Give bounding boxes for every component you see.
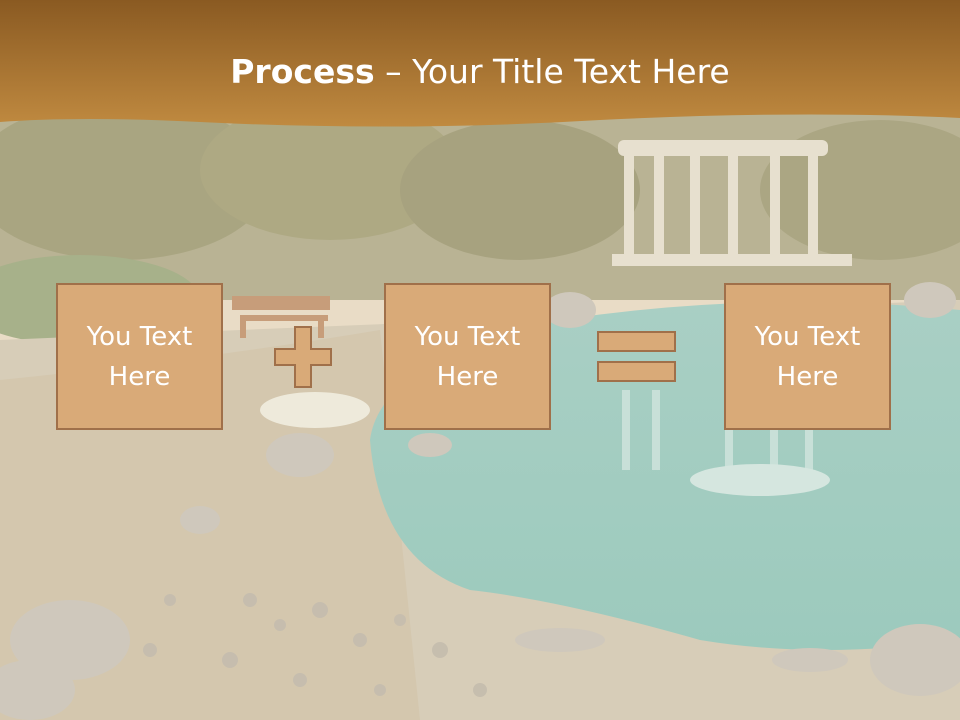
slide-title: Process – Your Title Text Here (0, 52, 960, 91)
process-box-3-text: You Text Here (754, 321, 861, 392)
process-box-1[interactable]: You Text Here (56, 283, 223, 430)
title-bold-part: Process (230, 52, 375, 91)
bench-shape (232, 296, 330, 338)
title-rest: Your Title Text Here (412, 52, 730, 91)
process-box-2[interactable]: You Text Here (384, 283, 551, 430)
equals-icon (597, 331, 676, 382)
process-box-1-text: You Text Here (86, 321, 193, 392)
title-separator: – (374, 52, 413, 91)
plus-icon (274, 326, 332, 388)
process-box-2-text: You Text Here (414, 321, 521, 392)
process-box-3[interactable]: You Text Here (724, 283, 891, 430)
gazebo-shape (612, 140, 852, 266)
